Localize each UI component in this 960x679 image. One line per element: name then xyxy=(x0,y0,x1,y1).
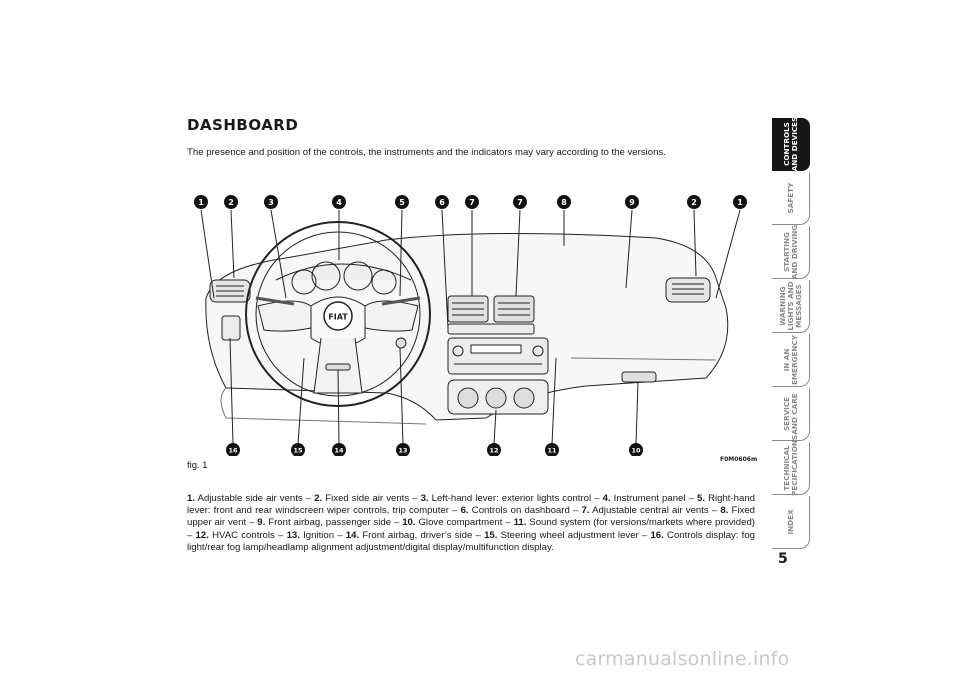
callout-1: 1 xyxy=(194,195,208,209)
tab-technical-specifications[interactable]: TECHNICAL SPECIFICATIONS xyxy=(772,435,810,501)
caption-item: 1. Adjustable side air vents – xyxy=(187,493,315,504)
callout-6: 6 xyxy=(435,195,449,209)
svg-text:5: 5 xyxy=(399,198,405,207)
svg-text:15: 15 xyxy=(293,447,303,455)
caption-item: 11. Sound system (for versions/markets w… xyxy=(187,517,755,541)
right-stalk xyxy=(381,296,421,306)
figure-code: F0M0606m xyxy=(720,456,758,463)
callout-7a: 7 xyxy=(465,195,479,209)
tab-controls-and-devices[interactable]: CONTROLS AND DEVICES xyxy=(772,117,810,171)
tab-service-and-care[interactable]: SERVICE AND CARE xyxy=(772,388,810,441)
svg-text:8: 8 xyxy=(561,198,567,207)
caption-item: 5. Right-hand lever: front and rear wind… xyxy=(187,493,755,517)
callout-4: 4 xyxy=(332,195,346,209)
caption-item: 7. Adjustable central air vents – xyxy=(581,505,721,517)
svg-text:2: 2 xyxy=(228,198,234,207)
svg-text:7: 7 xyxy=(469,198,475,207)
right-side-vent xyxy=(665,277,711,303)
tab-safety[interactable]: SAFETY xyxy=(772,172,810,225)
caption-item: 15. Steering wheel adjustment lever – xyxy=(484,529,651,541)
caption-item: 6. Controls on dashboard – xyxy=(460,505,582,517)
controls-display-panel xyxy=(221,315,241,341)
callout-15: 15 xyxy=(291,443,305,456)
caption-item: 8. Fixed upper air vent – xyxy=(187,505,755,529)
section-tabs: CONTROLS AND DEVICES SAFETY STARTING AND… xyxy=(772,117,810,550)
page-title: DASHBOARD xyxy=(187,116,299,134)
caption-item: 14. Front airbag, driver’s side – xyxy=(345,529,485,541)
glove-compartment-handle xyxy=(621,371,657,383)
svg-text:2: 2 xyxy=(691,198,697,207)
svg-text:1: 1 xyxy=(198,198,204,207)
ignition xyxy=(395,337,407,349)
caption-item: 3. Left-hand lever: exterior lights cont… xyxy=(420,493,603,504)
tab-in-an-emergency[interactable]: IN AN EMERGENCY xyxy=(772,334,810,387)
callout-14: 14 xyxy=(332,443,346,456)
figure-caption: 1. Adjustable side air vents – 2. Fixed … xyxy=(187,493,755,554)
page-number: 5 xyxy=(778,551,788,567)
callout-13: 13 xyxy=(396,443,410,456)
svg-text:1: 1 xyxy=(737,198,743,207)
caption-item: 9. Front airbag, passenger side – xyxy=(257,517,403,529)
callout-9: 9 xyxy=(625,195,639,209)
intro-text: The presence and position of the control… xyxy=(187,147,666,158)
svg-text:3: 3 xyxy=(268,198,274,207)
central-vents xyxy=(447,295,535,323)
svg-text:14: 14 xyxy=(334,447,344,455)
svg-text:12: 12 xyxy=(489,447,498,455)
dashboard-controls-strip xyxy=(447,323,535,335)
tab-index[interactable]: INDEX xyxy=(772,496,810,549)
tab-warning-lights[interactable]: WARNING LIGHTS AND MESSAGES xyxy=(772,280,810,333)
svg-text:9: 9 xyxy=(629,198,635,207)
callout-8: 8 xyxy=(557,195,571,209)
callout-1b: 1 xyxy=(733,195,747,209)
callouts-top: 1 2 3 4 5 6 7 7 8 9 2 1 xyxy=(194,195,747,209)
left-side-vent xyxy=(209,279,251,303)
svg-text:13: 13 xyxy=(398,447,407,455)
steering-wheel: FIAT xyxy=(245,221,431,407)
caption-item: 2. Fixed side air vents – xyxy=(314,493,421,504)
caption-item: 4. Instrument panel – xyxy=(602,493,697,504)
callout-16: 16 xyxy=(226,443,240,456)
svg-text:10: 10 xyxy=(631,447,641,455)
caption-item: 16. Controls display: fog light/rear fog… xyxy=(187,529,755,553)
callout-2b: 2 xyxy=(687,195,701,209)
callout-3: 3 xyxy=(264,195,278,209)
callout-12: 12 xyxy=(487,443,501,456)
callout-10: 10 xyxy=(629,443,643,456)
callouts-bottom: 16 15 14 13 12 11 10 xyxy=(226,443,643,456)
sound-system xyxy=(447,337,549,375)
callout-7b: 7 xyxy=(513,195,527,209)
tab-starting-and-driving[interactable]: STARTING AND DRIVING xyxy=(772,225,810,279)
callout-5: 5 xyxy=(395,195,409,209)
caption-item: 13. Ignition – xyxy=(286,529,346,541)
svg-text:6: 6 xyxy=(439,198,445,207)
instrument-panel xyxy=(275,261,412,295)
callout-2: 2 xyxy=(224,195,238,209)
watermark: carmanualsonline.info xyxy=(575,648,790,670)
hvac-controls xyxy=(447,379,549,415)
caption-item: 10. Glove compartment – xyxy=(402,517,514,529)
svg-text:4: 4 xyxy=(336,198,342,207)
svg-text:11: 11 xyxy=(547,447,557,455)
figure-label: fig. 1 xyxy=(187,460,208,471)
left-stalk xyxy=(255,296,295,306)
svg-text:16: 16 xyxy=(228,447,238,455)
caption-item: 12. HVAC controls – xyxy=(195,529,287,541)
svg-text:7: 7 xyxy=(517,198,523,207)
callout-11: 11 xyxy=(545,443,559,456)
fiat-logo: FIAT xyxy=(328,313,348,322)
dashboard-figure: FIAT 1 2 3 4 5 6 xyxy=(186,188,754,456)
